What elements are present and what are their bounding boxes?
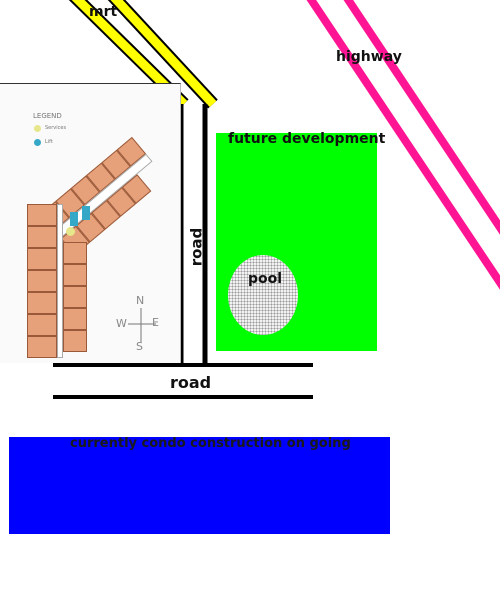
legend-title: LEGEND <box>33 112 62 120</box>
compass-east: E <box>152 316 159 329</box>
lift-core <box>70 212 78 226</box>
compass-north: N <box>136 294 145 307</box>
compass-south: S <box>136 340 143 353</box>
road-horizontal-label: road <box>170 373 212 392</box>
road-vertical-label: road <box>187 227 206 267</box>
compass: N S W E <box>116 294 166 354</box>
services-area <box>66 227 75 236</box>
legend-services-dot <box>34 125 41 132</box>
floor-plan: LEGEND Services Lift N <box>0 83 181 363</box>
compass-west: W <box>116 317 127 330</box>
highway-lines <box>306 0 500 290</box>
legend-lift-label: Lift <box>45 139 53 145</box>
pool-label: pool <box>248 271 283 287</box>
vertical-road <box>178 104 208 365</box>
pool-area <box>228 255 298 335</box>
lift-core-2 <box>82 206 90 220</box>
legend-services-label: Services <box>45 125 67 131</box>
horizontal-road <box>53 363 313 399</box>
condo-construction-area <box>9 437 390 534</box>
future-development-label: future development <box>228 131 386 147</box>
highway-label: highway <box>336 49 402 65</box>
legend-lift-dot <box>34 139 41 146</box>
condo-construction-label: currently condo construction on going <box>70 436 351 451</box>
mrt-label: mrt <box>89 4 118 20</box>
